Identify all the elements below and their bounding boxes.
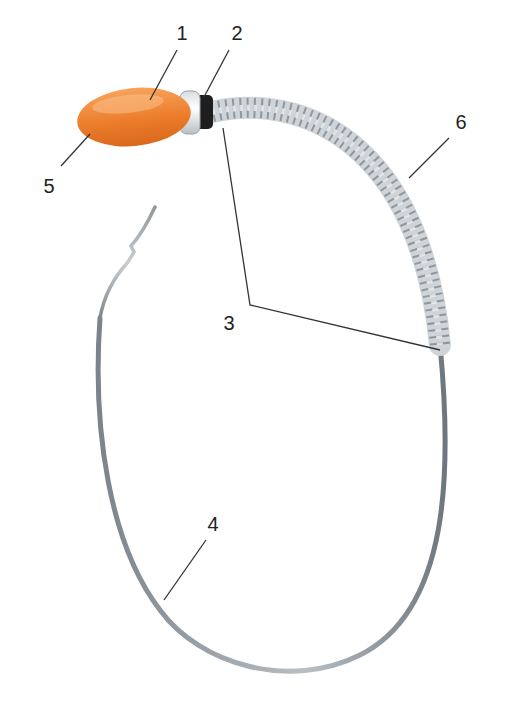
callout-slot: 6 [455, 112, 466, 133]
leader-line [223, 128, 440, 350]
coil-windings [212, 108, 440, 345]
callout-number: 4 [207, 514, 218, 534]
body-highlight [91, 91, 164, 116]
callout-number: 2 [231, 23, 242, 43]
leader-line [409, 138, 449, 178]
callout-number: 3 [223, 313, 234, 333]
callout-number: 6 [455, 112, 466, 132]
callout-number: 1 [176, 23, 187, 43]
coil-sheath [212, 108, 440, 345]
leader-line [204, 50, 229, 97]
lead-wire-tip [100, 207, 155, 318]
orange-body [74, 82, 193, 152]
callout-slot: 3 [223, 313, 234, 334]
callout-slot: 1 [176, 23, 187, 44]
callout-slot: 5 [43, 176, 54, 197]
coil-highlight [212, 108, 440, 345]
leader-line [150, 50, 177, 100]
leader-line [164, 540, 206, 600]
callout-slot: 4 [207, 514, 218, 535]
lead-wire [98, 318, 445, 671]
leader-line [61, 134, 90, 166]
callout-number: 5 [43, 176, 54, 196]
callout-slot: 2 [231, 23, 242, 44]
